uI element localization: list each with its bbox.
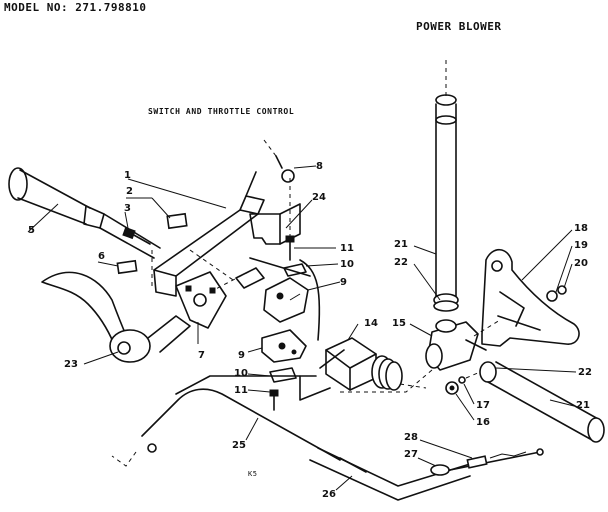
- callout-11-upper: 11: [294, 243, 354, 254]
- callout-21-vertical: 21: [394, 239, 437, 255]
- washer-part-20: [557, 285, 567, 295]
- bracket-part-1: [153, 171, 265, 297]
- svg-text:2: 2: [126, 186, 133, 197]
- svg-text:26: 26: [322, 489, 336, 500]
- callout-9-upper: 9: [307, 277, 347, 291]
- callout-10-upper: 10: [305, 259, 354, 270]
- svg-text:7: 7: [198, 350, 205, 361]
- diagram-title: POWER BLOWER: [416, 20, 502, 33]
- callout-7: 7: [197, 322, 205, 361]
- elbow-connector-part-15: [425, 319, 487, 371]
- svg-text:27: 27: [404, 449, 418, 460]
- screw-part-11-lower: [269, 389, 279, 411]
- callout-28: 28: [404, 432, 473, 459]
- callout-9-lower: 9: [238, 347, 263, 361]
- svg-text:21: 21: [394, 239, 408, 250]
- callout-22-upper: 22: [394, 257, 441, 301]
- callout-3: 3: [124, 203, 131, 229]
- switch-part-9-lower: [261, 329, 307, 363]
- clip-part-10-upper: [283, 263, 307, 277]
- clamp-part-22-upper: [433, 300, 459, 312]
- svg-text:6: 6: [98, 251, 105, 262]
- svg-text:16: 16: [476, 417, 490, 428]
- mounting-bracket-part-18: [481, 248, 580, 347]
- tube-part-21-horizontal: [487, 361, 605, 443]
- svg-text:20: 20: [574, 258, 588, 269]
- svg-text:14: 14: [364, 318, 378, 329]
- svg-text:28: 28: [404, 432, 418, 443]
- callout-6: 6: [97, 251, 119, 267]
- callout-11-lower: 11: [234, 385, 271, 396]
- handle-grip-part-5: [8, 167, 161, 259]
- callout-2: 2: [126, 186, 171, 219]
- nut-part-16: [445, 381, 459, 395]
- clip-part-10-lower: [269, 367, 297, 383]
- callout-20: 20: [563, 258, 588, 289]
- svg-text:25: 25: [232, 440, 246, 451]
- callout-16: 16: [455, 393, 490, 428]
- label-part-2: [166, 212, 188, 230]
- cable-clip-part-28: [466, 451, 527, 469]
- page-mark: K5: [248, 470, 258, 478]
- callout-1: 1: [124, 170, 227, 209]
- callout-18: 18: [521, 223, 588, 281]
- svg-text:24: 24: [312, 192, 326, 203]
- callout-17: 17: [463, 383, 490, 411]
- callout-15: 15: [392, 318, 433, 337]
- model-number: MODEL NO: 271.798810: [4, 1, 147, 14]
- washer-part-17: [458, 376, 466, 384]
- svg-text:11: 11: [340, 243, 354, 254]
- callout-10-lower: 10: [234, 368, 271, 379]
- svg-text:22: 22: [394, 257, 408, 268]
- svg-text:1: 1: [124, 170, 131, 181]
- svg-text:3: 3: [124, 203, 131, 214]
- svg-text:9: 9: [238, 350, 245, 361]
- cable-part-25: [111, 375, 341, 467]
- svg-text:10: 10: [340, 259, 354, 270]
- switch-part-9-upper: [263, 277, 309, 323]
- connection-lines: [151, 178, 501, 393]
- callout-19: 19: [555, 240, 588, 293]
- callout-24: 24: [285, 192, 326, 229]
- switch-plate-part-7: [175, 271, 227, 329]
- svg-text:21: 21: [576, 400, 590, 411]
- callout-8: 8: [293, 161, 323, 172]
- callout-14: 14: [347, 318, 378, 341]
- svg-text:11: 11: [234, 385, 248, 396]
- screw-part-11-upper: [285, 235, 295, 261]
- callout-22-lower: 22: [495, 367, 592, 378]
- svg-text:8: 8: [316, 161, 323, 172]
- svg-text:15: 15: [392, 318, 406, 329]
- callout-26: 26: [322, 475, 353, 500]
- svg-text:10: 10: [234, 368, 248, 379]
- label-part-6: [116, 259, 138, 275]
- screw-part-3: [122, 226, 151, 245]
- svg-text:18: 18: [574, 223, 588, 234]
- solenoid-part-14: [319, 337, 403, 391]
- tube-part-21-vertical: [433, 60, 459, 307]
- throttle-lever-part-23: [41, 271, 191, 363]
- callout-25: 25: [232, 417, 259, 451]
- callout-27: 27: [404, 449, 437, 467]
- svg-text:22: 22: [578, 367, 592, 378]
- callout-23: 23: [64, 351, 119, 370]
- section-subtitle: SWITCH AND THROTTLE CONTROL: [148, 107, 295, 116]
- nut-part-19: [546, 290, 558, 302]
- svg-text:5: 5: [28, 225, 35, 236]
- screw-part-8: [263, 139, 295, 183]
- throttle-cable-part-27: [430, 448, 544, 476]
- switch-housing: [235, 257, 321, 341]
- svg-text:17: 17: [476, 400, 490, 411]
- clamp-part-22-lower: [479, 361, 497, 383]
- callout-21-horizontal: 21: [549, 399, 590, 411]
- svg-text:23: 23: [64, 359, 78, 370]
- callout-5: 5: [27, 203, 59, 236]
- svg-text:19: 19: [574, 240, 588, 251]
- svg-text:9: 9: [340, 277, 347, 288]
